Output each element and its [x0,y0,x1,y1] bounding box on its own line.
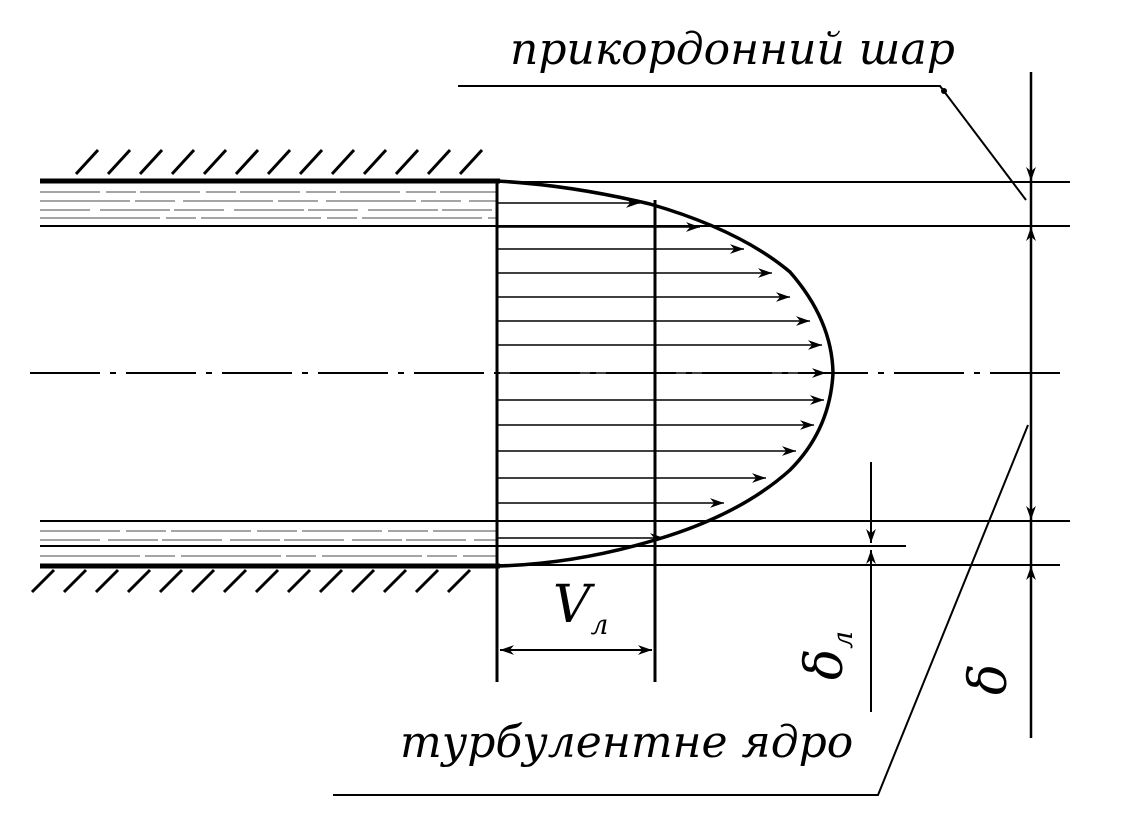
turbulent-core-leader [333,424,1029,796]
velocity-profile-curve [496,179,835,568]
turbulent-core-label: турбулентне ядро [400,717,853,768]
boundary-layer-label: прикордонний шар [510,24,955,75]
velocity-vectors [497,198,826,543]
top-sublayer-streamlines [40,191,498,219]
boundary-layer-thickness-label: δ [959,664,1019,695]
top-wall [40,148,500,184]
boundary-layer-leader [458,85,1027,201]
bottom-sublayer-streamlines [40,530,498,557]
bottom-wall [30,563,500,594]
leader-bend-dot [941,88,947,94]
sublayer-thickness-label: δл [795,631,859,680]
velocity-label: Vл [553,575,608,641]
